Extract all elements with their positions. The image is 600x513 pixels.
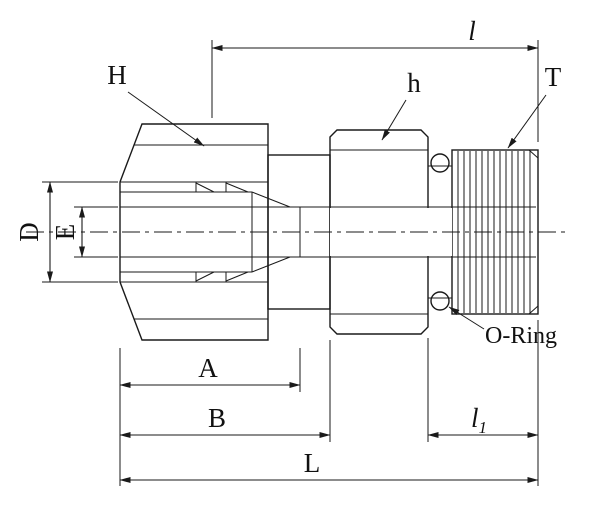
leader-h: h [381,68,421,141]
dimension-l1: l1 [427,338,539,442]
label-A: A [198,353,218,383]
dimension-l: l [211,16,539,142]
dimension-A: A [119,348,301,392]
back-ferrule-bottom [195,271,215,282]
thread-end-chamfer-bottom [528,305,539,315]
front-ferrule-bottom [225,271,249,282]
label-l1: l1 [471,403,487,437]
leader-line-oring [448,306,485,330]
leader-line-H [127,91,205,147]
dimension-E: E [50,206,118,258]
label-T: T [545,62,562,92]
body-seat-cone-bottom [251,256,291,273]
dimensions: l H h T O-Ring D [14,16,562,486]
oring-section-top [430,153,450,173]
leader-T: T [507,62,562,149]
label-l1-subscript: 1 [479,418,488,437]
label-H: H [107,60,127,90]
label-h: h [407,68,421,98]
label-B: B [208,403,226,433]
label-l1-base: l [471,403,479,433]
dimension-L: L [119,448,539,483]
oring-section-bottom [430,291,450,311]
hex-body [329,129,429,335]
label-oring: O-Ring [485,323,557,349]
leader-line-T [507,94,547,149]
label-E: E [50,224,80,241]
label-L: L [304,448,321,478]
dimension-D: D [14,181,118,283]
leader-H: H [107,60,205,147]
label-l: l [468,16,476,46]
dimension-B: B [119,340,331,442]
back-ferrule-top [195,182,215,193]
thread-end-chamfer-top [528,149,539,159]
body-seat-cone-top [251,191,291,208]
front-ferrule-top [225,182,249,193]
label-D: D [14,222,44,242]
thread-section [451,149,539,315]
leader-line-h [381,99,407,141]
leader-oring: O-Ring [448,306,557,349]
